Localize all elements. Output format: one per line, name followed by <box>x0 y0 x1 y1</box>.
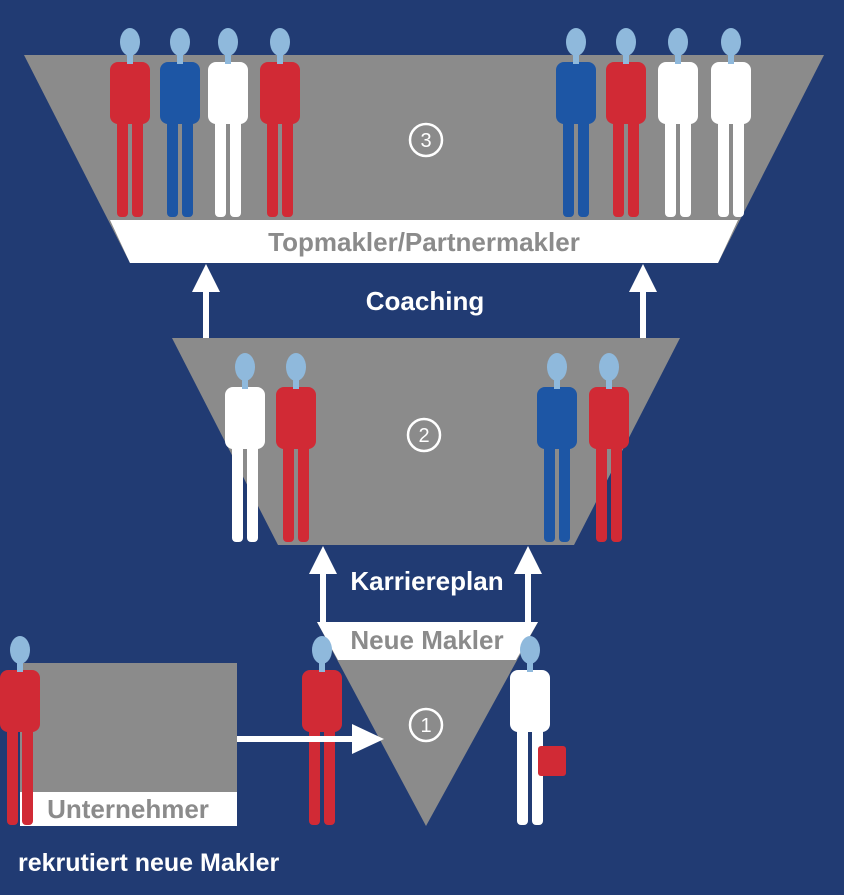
person-figure <box>510 636 550 825</box>
level-1-label: Neue Makler <box>350 625 503 655</box>
level-3-number-badge <box>408 122 444 158</box>
briefcase-icon <box>538 746 566 776</box>
entrepreneur-caption: rekrutiert neue Makler <box>18 849 279 877</box>
recruit-arrow <box>237 724 384 754</box>
coaching-arrow-right <box>629 264 657 338</box>
level-1-panel <box>317 622 538 826</box>
person-figure <box>302 636 342 825</box>
level-1-number-badge <box>408 707 444 743</box>
career-arrow-left <box>309 546 337 622</box>
career-plan-label: Karriereplan <box>350 566 503 596</box>
level-1-number: 1 <box>420 715 431 737</box>
level-1-people <box>302 636 566 825</box>
career-arrow-right <box>514 546 542 622</box>
entrepreneur-label-band <box>20 792 237 826</box>
coaching-arrow-left <box>192 264 220 338</box>
level-2-number-badge <box>406 417 442 453</box>
level-1-label-band <box>317 622 538 660</box>
coaching-label: Coaching <box>366 286 484 316</box>
level-3-number: 3 <box>420 130 431 152</box>
entrepreneur-label: Unternehmer <box>47 794 209 824</box>
level-3-label: Topmakler/Partnermakler <box>268 227 580 257</box>
level-2-number: 2 <box>418 425 429 447</box>
level-3-label-band <box>110 220 738 263</box>
